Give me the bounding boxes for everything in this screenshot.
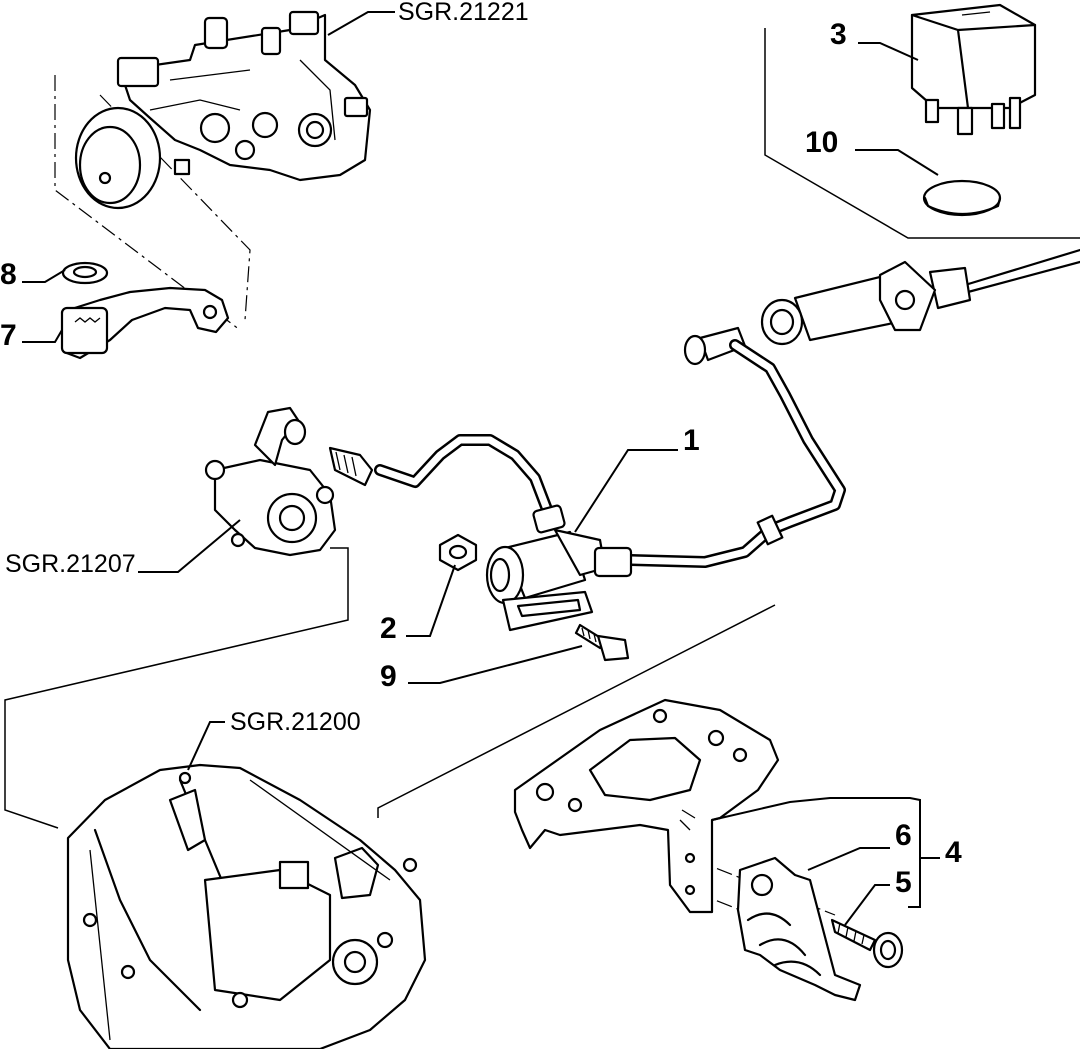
part-4-bracket xyxy=(513,698,780,914)
label-part-5: 5 xyxy=(895,866,912,899)
ref-pump: SGR.21207 xyxy=(5,550,136,578)
label-part-3: 3 xyxy=(830,18,847,51)
hydraulic-pipes xyxy=(374,339,846,568)
part-10-plug xyxy=(922,179,1002,217)
label-part-2: 2 xyxy=(380,612,397,645)
part-6-clip xyxy=(736,856,862,1002)
label-part-1: 1 xyxy=(683,424,700,457)
label-part-9: 9 xyxy=(380,660,397,693)
ref-throttle-body: SGR.21221 xyxy=(398,0,529,26)
part-9-bolt xyxy=(574,623,630,662)
throttle-body-assembly xyxy=(74,10,372,210)
label-part-6: 6 xyxy=(895,819,912,852)
pump-assembly xyxy=(204,406,337,557)
part-5-screw xyxy=(830,918,904,969)
gearbox-assembly xyxy=(66,763,427,1049)
label-part-7: 7 xyxy=(0,319,17,352)
label-part-4: 4 xyxy=(945,836,962,869)
part-7-lever xyxy=(60,286,230,360)
part-2-nut xyxy=(438,533,478,572)
part-1-bleeder-cylinder xyxy=(328,446,633,632)
part-3-relay xyxy=(910,3,1037,136)
clutch-cylinder-assembly xyxy=(683,248,1080,366)
label-part-10: 10 xyxy=(805,126,838,159)
reference-code-labels: SGR.21221 SGR.21207 SGR.21200 xyxy=(5,0,529,736)
ref-gearbox: SGR.21200 xyxy=(230,708,361,736)
part-number-labels: 3 10 8 7 1 2 9 6 4 5 xyxy=(0,18,962,899)
leader-lines xyxy=(22,11,940,926)
part-8-washer xyxy=(61,261,109,285)
label-part-8: 8 xyxy=(0,258,17,291)
